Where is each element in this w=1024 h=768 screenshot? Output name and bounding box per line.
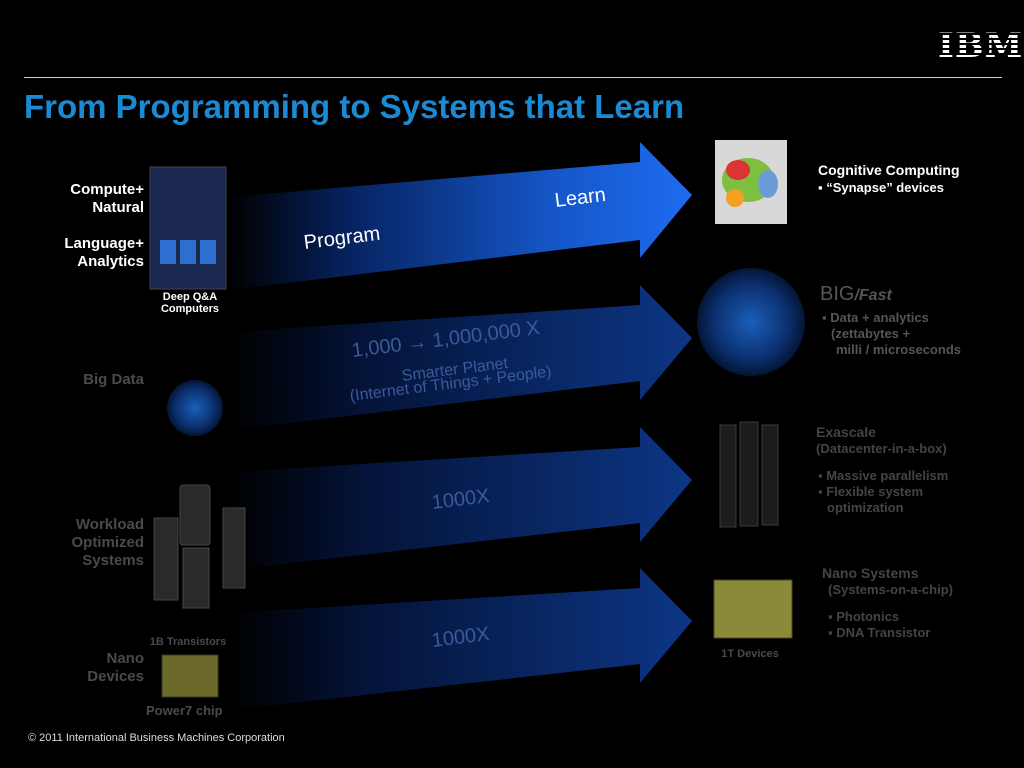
arrow-workload xyxy=(230,427,692,570)
nano-chip xyxy=(713,579,793,639)
big-bullet-2: (zettabytes + xyxy=(831,326,911,341)
exascale-sub: (Datacenter-in-a-box) xyxy=(816,441,947,456)
nano-title: Nano Systems xyxy=(822,565,919,581)
label-nano-devices: Nano Devices xyxy=(87,650,144,685)
cognitive-bullet: ▪ “Synapse” devices xyxy=(818,180,945,195)
exa-bullet-3: optimization xyxy=(827,500,904,515)
page-title: From Programming to Systems that Learn xyxy=(24,88,685,125)
server-racks-left xyxy=(153,484,246,609)
power7-chip xyxy=(161,654,219,698)
ibm-logo: IBM xyxy=(938,26,1024,66)
arrow-program-learn xyxy=(230,142,692,290)
nano-bullet-2: ▪ DNA Transistor xyxy=(828,625,931,640)
watson-cover xyxy=(149,166,227,290)
server-racks-right xyxy=(719,421,779,528)
label-big-data: Big Data xyxy=(83,371,144,388)
big-bullet-1: ▪ Data + analytics xyxy=(822,310,929,325)
big-text: BIG xyxy=(820,283,855,305)
arrow-big-data xyxy=(230,285,692,430)
footer-copyright: © 2011 International Business Machines C… xyxy=(28,732,285,744)
label-power7-chip: Power7 chip xyxy=(146,703,223,718)
big-data-sphere-large xyxy=(697,268,805,376)
cognitive-title: Cognitive Computing xyxy=(818,162,960,178)
nano-sub: (Systems-on-a-chip) xyxy=(828,582,953,597)
label-compute-natural: Compute+ Natural xyxy=(70,181,144,216)
arrow-nano xyxy=(230,568,692,710)
big-data-sphere-small xyxy=(167,380,223,436)
exa-bullet-1: ▪ Massive parallelism xyxy=(818,468,949,483)
exa-bullet-2: ▪ Flexible system xyxy=(818,484,924,499)
big-fast-heading: BIG/Fast xyxy=(820,283,892,306)
label-1b-transistors: 1B Transistors xyxy=(149,636,227,648)
label-deep-qa: Deep Q&A Computers xyxy=(160,291,220,315)
exascale-title: Exascale xyxy=(816,424,876,440)
fast-text: /Fast xyxy=(854,287,892,304)
label-language-analytics: Language+ Analytics xyxy=(64,235,144,270)
label-1t-devices: 1T Devices xyxy=(721,648,779,660)
nano-bullet-1: ▪ Photonics xyxy=(828,609,900,624)
label-workload-optimized: Workload Optimized Systems xyxy=(71,516,144,569)
header-divider xyxy=(24,77,1002,78)
big-bullet-3: milli / microseconds xyxy=(836,342,961,357)
